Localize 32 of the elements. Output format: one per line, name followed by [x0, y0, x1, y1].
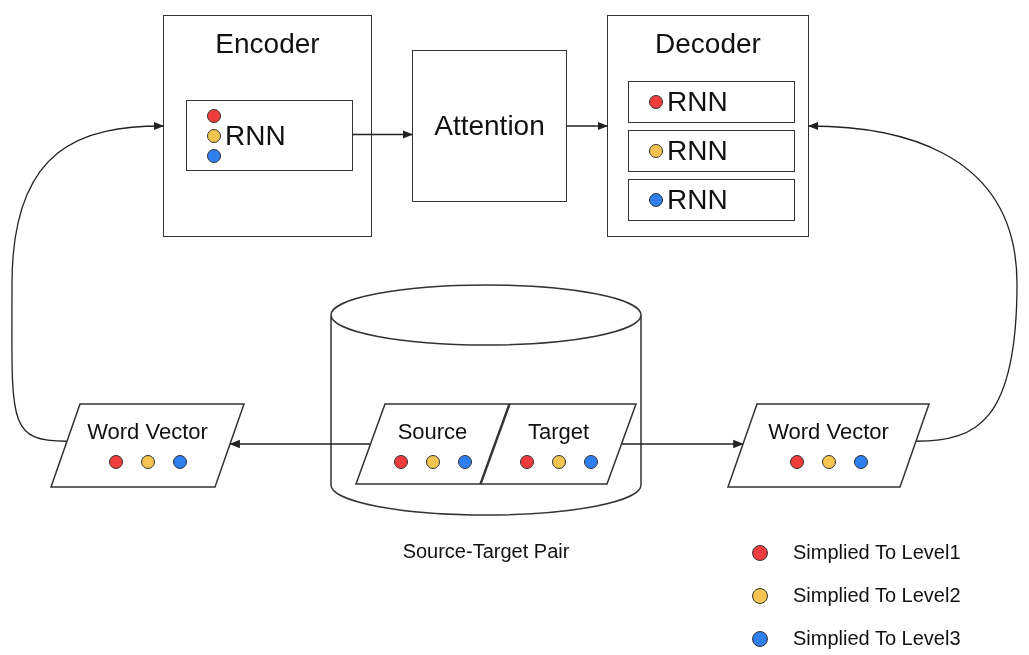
legend-label: Simplied To Level3	[793, 627, 961, 650]
node-label: RNN	[667, 135, 728, 167]
database-cylinder	[330, 285, 642, 515]
node-label: Target	[527, 419, 590, 445]
arrow	[807, 122, 1018, 442]
rnn-box	[628, 81, 795, 123]
node-label: RNN	[225, 119, 286, 152]
arrow	[621, 439, 744, 449]
data-parallelogram	[480, 403, 637, 485]
arrow	[11, 122, 165, 442]
rnn-box	[628, 130, 795, 172]
node-label: Source	[397, 419, 468, 445]
box-title: Encoder	[215, 28, 320, 60]
data-parallelogram	[727, 403, 930, 488]
node-label: RNN	[667, 184, 728, 216]
arrow	[566, 121, 609, 131]
node-label: Attention	[434, 110, 545, 142]
arrow	[229, 439, 371, 449]
data-parallelogram	[50, 403, 245, 488]
node-label: Word Vector	[768, 419, 889, 445]
node-caption: Source-Target Pair	[402, 540, 570, 563]
arrow	[351, 130, 414, 139]
rnn-box	[628, 179, 795, 221]
module-box	[607, 15, 809, 237]
node-label: Word Vector	[87, 419, 208, 445]
node-label: RNN	[667, 86, 728, 118]
legend-label: Simplied To Level1	[793, 541, 961, 564]
rnn-box	[186, 100, 353, 171]
box-title: Decoder	[655, 28, 761, 60]
legend-label: Simplied To Level2	[793, 584, 961, 607]
process-box	[412, 50, 567, 202]
module-box	[163, 15, 372, 237]
